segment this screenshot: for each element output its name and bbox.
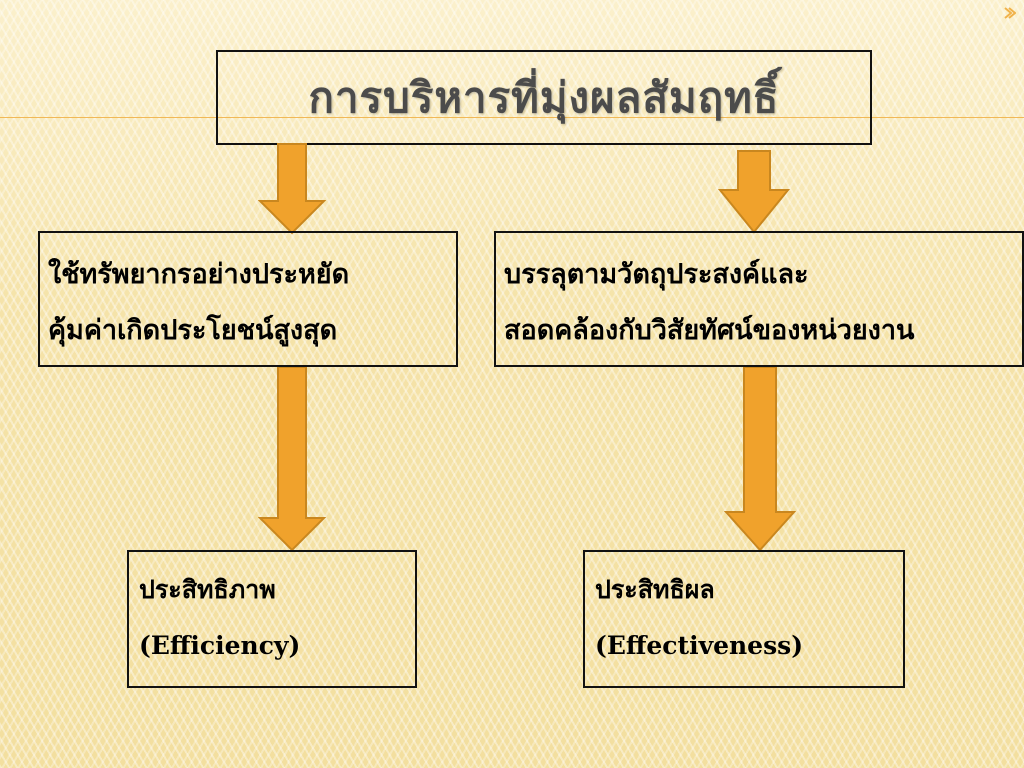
left-description-line-1: ใช้ทรัพยากรอย่างประหยัด [48, 259, 350, 290]
efficiency-thai-label: ประสิทธิภาพ [139, 575, 276, 604]
left-description-box: ใช้ทรัพยากรอย่างประหยัด คุ้มค่าเกิดประโย… [38, 231, 458, 367]
decorative-line [0, 117, 1024, 118]
arrow-title-to-right [718, 150, 790, 234]
efficiency-box: ประสิทธิภาพ (Efficiency) [127, 550, 417, 688]
chevron-right-icon [1004, 7, 1016, 19]
arrow-right-to-effectiveness [724, 366, 796, 552]
efficiency-english-label: (Efficiency) [139, 631, 301, 660]
arrow-left-to-efficiency [258, 366, 326, 552]
arrow-title-to-left [258, 143, 326, 235]
effectiveness-english-label: (Effectiveness) [595, 631, 804, 660]
right-description-line-1: บรรลุตามวัตถุประสงค์และ [504, 259, 809, 290]
title-box: การบริหารที่มุ่งผลสัมฤทธิ์ [216, 50, 872, 145]
effectiveness-box: ประสิทธิผล (Effectiveness) [583, 550, 905, 688]
effectiveness-thai-label: ประสิทธิผล [595, 575, 715, 604]
diagram-title: การบริหารที่มุ่งผลสัมฤทธิ์ [308, 72, 780, 122]
left-description-line-2: คุ้มค่าเกิดประโยชน์สูงสุด [48, 315, 338, 346]
right-description-line-2: สอดคล้องกับวิสัยทัศน์ของหน่วยงาน [504, 315, 915, 346]
right-description-box: บรรลุตามวัตถุประสงค์และ สอดคล้องกับวิสัย… [494, 231, 1024, 367]
